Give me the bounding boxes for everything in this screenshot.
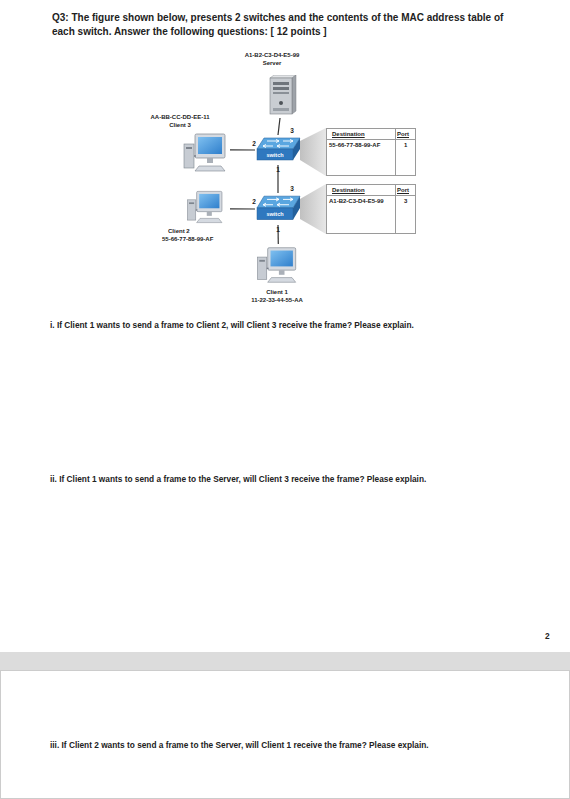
table-rule	[327, 195, 415, 196]
node-label: 55-66-77-88-99-AF	[162, 236, 228, 243]
table-cell: Destination	[332, 131, 392, 138]
page-gap	[0, 652, 570, 670]
node-label: switch	[257, 211, 293, 217]
pc-icon	[183, 130, 228, 175]
pc-drawing	[183, 188, 228, 226]
server-drawing	[262, 75, 298, 115]
port-number: 1	[274, 226, 282, 233]
pc-icon	[183, 188, 228, 226]
client-node: Client 255-66-77-88-99-AF	[158, 186, 230, 246]
client-node: Client 111-22-33-44-55-AA	[245, 244, 309, 306]
node-label: Client 1	[245, 289, 309, 296]
table-cell: Destination	[332, 187, 392, 194]
page-card	[1, 671, 570, 799]
node-label: Server	[232, 60, 312, 67]
client-node: AA-BB-CC-DD-EE-11Client 3	[140, 114, 230, 176]
pc-drawing	[255, 244, 300, 286]
port-number: 3	[288, 127, 296, 134]
table-cell: 55-66-77-88-99-AF	[329, 142, 395, 149]
table-cell: Port	[397, 131, 415, 138]
switch-drawing	[255, 135, 301, 165]
switch-node: switch	[255, 193, 301, 225]
node-label: AA-BB-CC-DD-EE-11	[148, 114, 212, 121]
switch-node: switch	[255, 135, 301, 165]
node-label: Client 3	[148, 122, 212, 129]
table-rule	[327, 139, 415, 140]
question-text: iii. If Client 2 wants to send a frame t…	[50, 741, 550, 751]
port-number: 1	[274, 166, 282, 173]
port-number: 2	[250, 140, 258, 147]
table-cell: Port	[397, 187, 415, 194]
node-label: switch	[257, 152, 293, 158]
table-callout-panel	[300, 184, 326, 234]
question-text: ii. If Client 1 wants to send a frame to…	[50, 475, 550, 485]
mac-table: Destination PortA1-B2-C3-D4-E5-99 3	[326, 184, 416, 234]
port-number: 2	[250, 198, 258, 205]
question-title: Q3: The figure shown below, presents 2 s…	[52, 11, 522, 39]
switch-icon	[255, 135, 301, 165]
pc-icon	[255, 244, 300, 286]
server-node: A1-B2-C3-D4-E5-99Server	[232, 52, 312, 118]
network-cable	[230, 149, 255, 150]
network-cable	[278, 118, 280, 135]
pc-drawing	[183, 130, 228, 175]
network-cable	[230, 208, 255, 209]
page-number: 2	[545, 632, 557, 642]
table-cell: A1-B2-C3-D4-E5-99	[329, 198, 395, 205]
table-cell: 3	[404, 198, 414, 205]
server-icon	[262, 75, 298, 115]
node-label: A1-B2-C3-D4-E5-99	[232, 52, 312, 59]
question-text: i. If Client 1 wants to send a frame to …	[50, 321, 550, 331]
table-cell: 1	[404, 142, 414, 149]
table-rule	[395, 185, 396, 233]
switch-icon	[255, 193, 301, 225]
mac-table: Destination Port55-66-77-88-99-AF 1	[326, 128, 416, 176]
table-rule	[395, 129, 396, 175]
node-label: Client 2	[168, 228, 204, 235]
port-number: 3	[288, 185, 296, 192]
table-callout-panel	[300, 128, 326, 176]
switch-drawing	[255, 193, 301, 225]
node-label: 11-22-33-44-55-AA	[245, 297, 309, 304]
